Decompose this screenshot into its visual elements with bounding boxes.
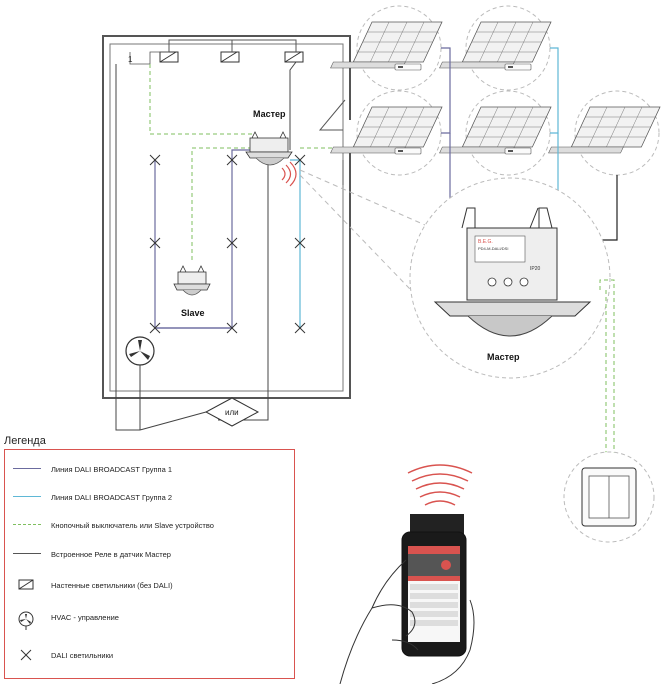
- slave-sensor: Slave: [173, 265, 211, 318]
- legend-item-group2: Линия DALI BROADCAST Группа 2: [13, 488, 172, 506]
- luminaire-bubbles: [330, 5, 661, 176]
- luminaire-bubble: [330, 90, 443, 176]
- sensor-brand: B.E.G.: [478, 239, 493, 245]
- luminaire-bubble: [439, 90, 552, 176]
- wireless-signal-icon: [407, 464, 473, 506]
- legend: Линия DALI BROADCAST Группа 1 Линия DALI…: [4, 449, 295, 679]
- slave-label: Slave: [181, 308, 205, 318]
- luminaire-bubble: [330, 5, 443, 91]
- wall-lamps: 1: [128, 39, 304, 65]
- dali-luminaires: [149, 154, 306, 334]
- master-zoom-bubble: B.E.G. PD4-M-DALI/DSI IP20 Мастер: [409, 177, 611, 379]
- legend-item-label: Встроенное Реле в датчик Мастер: [51, 549, 171, 559]
- dashed-line-icon: [13, 516, 41, 534]
- legend-title: Легенда: [4, 435, 46, 447]
- legend-item-label: HVAC - управление: [51, 612, 119, 622]
- legend-item-label: Кнопочный выключатель или Slave устройст…: [51, 520, 214, 530]
- master-sensor-small: Мастер: [245, 109, 297, 187]
- wall-lamp-icon: [18, 579, 34, 590]
- button-switch-bubble: [563, 451, 655, 543]
- or-label: или: [225, 408, 239, 417]
- smartphone-app: [339, 464, 475, 684]
- legend-item-dali: DALI светильники: [13, 646, 113, 664]
- sensor-ip: IP20: [530, 266, 541, 272]
- legend-item-label: Линия DALI BROADCAST Группа 2: [51, 492, 172, 502]
- wall-lamp-icon: [284, 51, 304, 63]
- hvac-icon: [18, 611, 34, 630]
- legend-item-group1: Линия DALI BROADCAST Группа 1: [13, 460, 172, 478]
- legend-item-button: Кнопочный выключатель или Slave устройст…: [13, 516, 214, 534]
- legend-item-wall-lamp: Настенные светильники (без DALI): [13, 576, 173, 594]
- master-label-zoom: Мастер: [487, 352, 520, 362]
- dali-cross-icon: [20, 649, 32, 661]
- wall-lamp-icon: [220, 51, 240, 63]
- line-group2-icon: [13, 488, 41, 506]
- dali-group1-lines: [154, 149, 268, 329]
- bubble-lines: [441, 47, 618, 241]
- legend-item-label: DALI светильники: [51, 650, 114, 660]
- switch-line: [599, 279, 615, 470]
- or-diamond: или: [139, 397, 260, 431]
- luminaire-bubble: [548, 90, 661, 176]
- line-group1-icon: [13, 460, 41, 478]
- legend-item-label: Линия DALI BROADCAST Группа 1: [51, 464, 172, 474]
- wall-number-label: 1: [128, 55, 133, 64]
- legend-item-relay: Встроенное Реле в датчик Мастер: [13, 545, 171, 563]
- dashed-button-lines: [149, 64, 340, 260]
- wall-lamp-icon: [159, 51, 179, 63]
- floor-plan: [102, 35, 353, 399]
- hvac-icon: [125, 336, 155, 430]
- relay-line-icon: [13, 545, 41, 563]
- legend-item-hvac: HVAC - управление: [13, 608, 119, 630]
- luminaire-bubble: [439, 5, 552, 91]
- sensor-model: PD4-M-DALI/DSI: [478, 246, 508, 251]
- master-label-small: Мастер: [253, 109, 286, 119]
- legend-item-label: Настенные светильники (без DALI): [51, 580, 173, 590]
